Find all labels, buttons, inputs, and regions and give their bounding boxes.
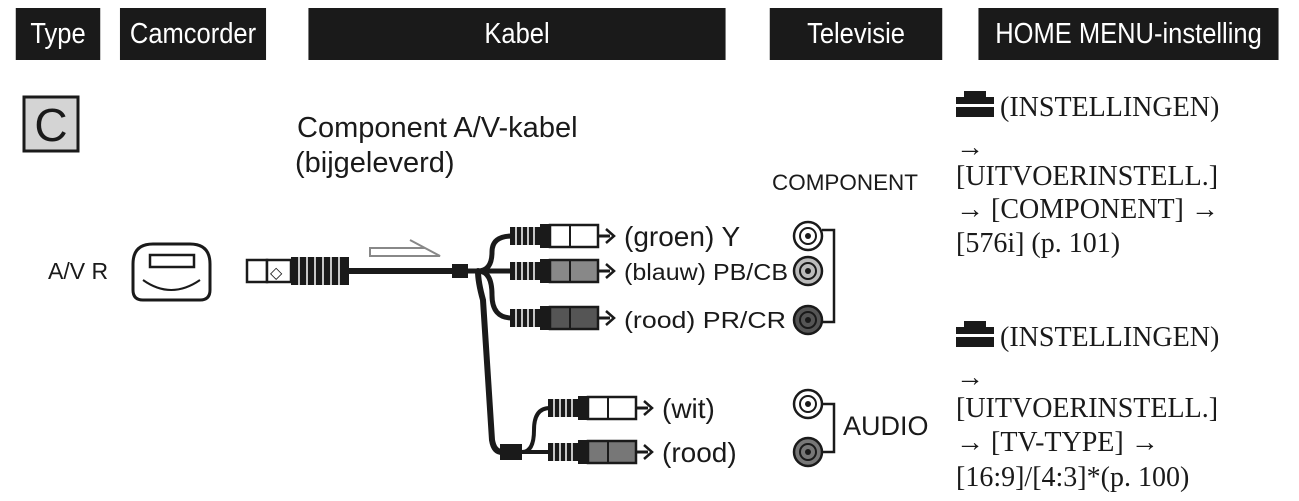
av-port-icon (131, 242, 212, 302)
toolbox-icon (956, 321, 994, 347)
cable-note: (bijgeleverd) (295, 147, 455, 179)
rca-jack-icon (792, 220, 824, 252)
plug-label-green: (groen) Y (624, 221, 741, 252)
settings-tv-arrow: → (956, 362, 984, 393)
header-home-menu-text: HOME MENU-instelling (995, 18, 1262, 50)
component-label: COMPONENT (772, 170, 918, 195)
rca-jack-icon (792, 304, 824, 336)
rca-plug-icon (546, 438, 654, 466)
cable-name: Component A/V-kabel (297, 112, 578, 144)
settings-video: (INSTELLINGEN) → [UITVOERINSTELL.] → [CO… (956, 91, 1219, 259)
type-letter: C (34, 99, 67, 151)
header-kabel: Kabel (308, 8, 726, 60)
header-type: Type (15, 8, 101, 60)
audio-bracket (822, 402, 836, 454)
arrow-right-icon (369, 239, 441, 257)
svg-text:◇: ◇ (270, 265, 283, 282)
plug-label-white: (wit) (662, 393, 715, 424)
plug-label-red-video: (rood) PR/CR (624, 307, 786, 333)
audio-label: AUDIO (843, 411, 929, 441)
rca-jack-icon (792, 436, 824, 468)
settings-video-item: [UITVOERINSTELL.] (956, 161, 1218, 192)
settings-video-menu: (INSTELLINGEN) (1000, 92, 1219, 123)
settings-video-line3: → [COMPONENT] → (956, 194, 1219, 225)
header-kabel-text: Kabel (484, 18, 550, 50)
header-camcorder-text: Camcorder (129, 18, 257, 50)
header-televisie-text: Televisie (807, 18, 905, 50)
settings-tv: (INSTELLINGEN) → [UITVOERINSTELL.] → [TV… (956, 321, 1219, 493)
header-camcorder: Camcorder (119, 8, 267, 60)
rca-jack-icon (792, 255, 824, 287)
rca-plug-icon (508, 304, 616, 332)
header-row: Type Camcorder Kabel Televisie HOME MENU… (10, 8, 1299, 60)
cable-lines (346, 233, 552, 460)
type-letter-box: C (22, 95, 80, 153)
rca-plug-icon (508, 257, 616, 285)
connector-plug-icon: ◇ (245, 257, 349, 285)
settings-video-arrow: → (956, 132, 984, 163)
type-letter-background (22, 95, 80, 153)
component-bracket (822, 228, 836, 324)
settings-tv-line4: [16:9]/[4:3]*(p. 100) (956, 462, 1189, 493)
rca-jack-icon (792, 388, 824, 420)
plug-label-blue: (blauw) PB/CB (624, 259, 788, 285)
rca-plug-icon (546, 394, 654, 422)
settings-tv-menu: (INSTELLINGEN) (1000, 322, 1219, 353)
settings-video-line4: [576i] (p. 101) (956, 228, 1120, 259)
header-type-text: Type (30, 18, 86, 50)
plug-label-red-audio: (rood) (662, 437, 737, 468)
settings-tv-line3: → [TV-TYPE] → (956, 427, 1159, 458)
toolbox-icon (956, 91, 994, 117)
header-home-menu: HOME MENU-instelling (978, 8, 1279, 60)
rca-plug-icon (508, 222, 616, 250)
settings-tv-item: [UITVOERINSTELL.] (956, 393, 1218, 424)
header-televisie: Televisie (769, 8, 943, 60)
port-label: A/V R (48, 258, 108, 284)
